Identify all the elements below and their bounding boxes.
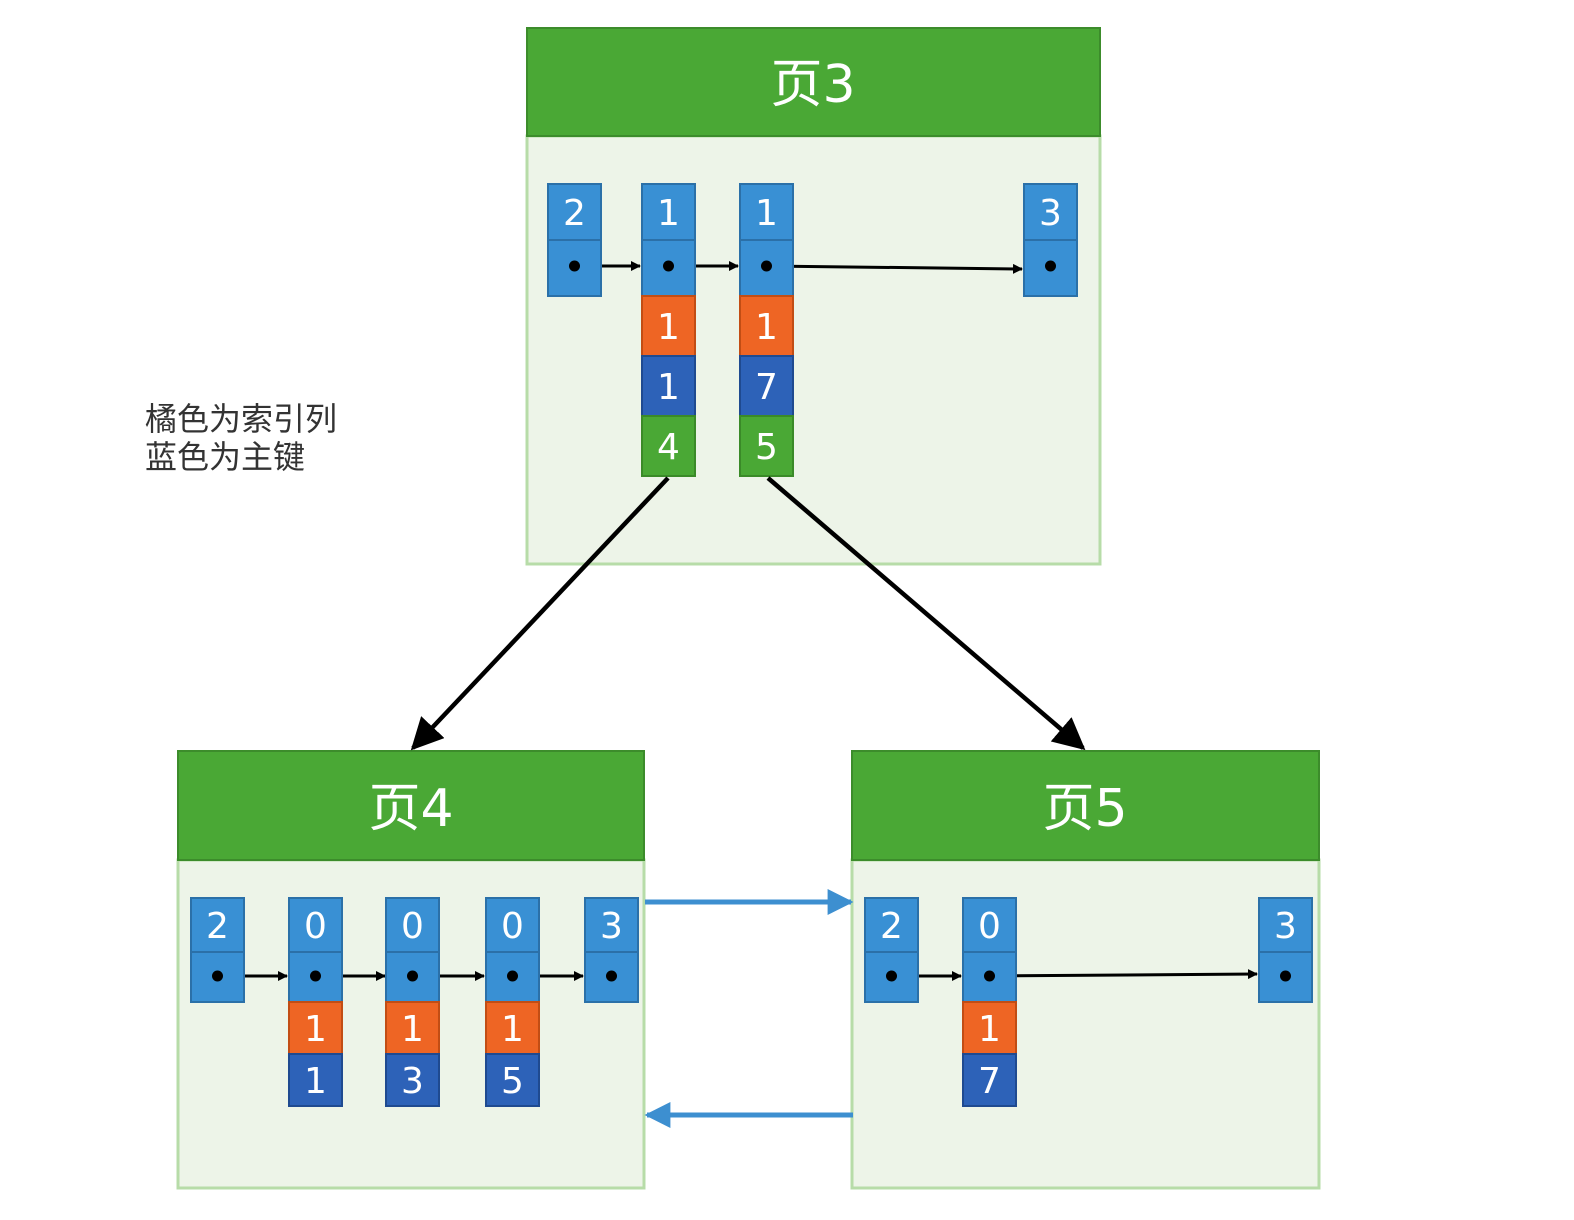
record-header-value: 1 <box>657 193 680 234</box>
record-left-4: 3 <box>584 897 639 1003</box>
pointer-dot <box>984 970 995 982</box>
index-column-value: 1 <box>978 1009 1001 1050</box>
record-pointer-cell <box>190 951 245 1003</box>
child-page-pointer-cell <box>739 415 794 477</box>
primary-key-value: 5 <box>501 1061 524 1102</box>
record-header-cell <box>584 897 639 953</box>
record-root-0: 2 <box>547 183 602 297</box>
pointer-dot <box>1045 260 1056 272</box>
record-right-0: 2 <box>864 897 919 1003</box>
index-column-cell <box>288 1001 343 1055</box>
page-5-header <box>851 750 1320 861</box>
page-3-header <box>526 27 1101 137</box>
child-page-pointer-value: 5 <box>755 427 778 468</box>
page-3: 页3 <box>525 27 1102 566</box>
record-header-value: 0 <box>501 906 524 947</box>
pointer-dot <box>407 970 418 982</box>
record-header-cell <box>739 183 794 241</box>
record-header-value: 3 <box>1039 193 1062 234</box>
legend: 橘色为索引列 蓝色为主键 <box>145 400 337 476</box>
primary-key-value: 1 <box>304 1061 327 1102</box>
page-3-title: 页3 <box>770 55 855 115</box>
child-page-pointer-value: 4 <box>657 427 680 468</box>
link-arrow <box>766 263 1023 274</box>
record-header-cell <box>190 897 245 953</box>
primary-key-cell <box>962 1053 1017 1107</box>
record-root-2: 1 1 7 5 <box>739 183 794 477</box>
pointer-dot <box>761 260 772 272</box>
primary-key-value: 3 <box>401 1061 424 1102</box>
primary-key-value: 7 <box>755 367 778 408</box>
page-5: 页5 <box>850 750 1321 1190</box>
pointer-dot <box>310 970 321 982</box>
primary-key-cell <box>485 1053 540 1107</box>
record-left-1: 0 1 1 <box>288 897 343 1107</box>
record-header-value: 0 <box>401 906 424 947</box>
record-header-value: 3 <box>600 906 623 947</box>
record-header-cell <box>385 897 440 953</box>
link-arrow <box>988 969 1258 980</box>
pointer-dot <box>1280 970 1291 982</box>
pointer-dot <box>212 970 223 982</box>
record-pointer-cell <box>641 239 696 297</box>
page-4-header <box>177 750 645 861</box>
pointer-dot <box>886 970 897 982</box>
child-arrows <box>410 476 1086 751</box>
index-column-value: 1 <box>755 307 778 348</box>
record-header-value: 3 <box>1274 906 1297 947</box>
record-header-cell <box>962 897 1017 953</box>
primary-key-value: 7 <box>978 1061 1001 1102</box>
records: 2 1 1 1 4 1 1 7 5 3 2 0 1 1 0 1 3 0 1 5 3 2 0 1 7 3 <box>190 183 1313 1107</box>
record-root-1: 1 1 1 4 <box>641 183 696 477</box>
sibling-links <box>644 889 854 1128</box>
child-arrow-page-5 <box>766 476 1086 751</box>
index-column-value: 1 <box>304 1009 327 1050</box>
record-header-value: 1 <box>755 193 778 234</box>
record-left-3: 0 1 5 <box>485 897 540 1107</box>
record-header-value: 2 <box>563 193 586 234</box>
pointer-dot <box>507 970 518 982</box>
record-right-2: 3 <box>1258 897 1313 1003</box>
record-root-3: 3 <box>1023 183 1078 297</box>
index-column-value: 1 <box>657 307 680 348</box>
pointer-dot <box>606 970 617 982</box>
index-column-cell <box>385 1001 440 1055</box>
index-column-value: 1 <box>401 1009 424 1050</box>
record-left-2: 0 1 3 <box>385 897 440 1107</box>
pointer-dot <box>569 260 580 272</box>
record-left-0: 2 <box>190 897 245 1003</box>
legend-index-column: 橘色为索引列 <box>145 400 338 438</box>
page-5-body <box>850 858 1321 1190</box>
child-arrow-page-4 <box>410 476 670 751</box>
primary-key-value: 1 <box>657 367 680 408</box>
page-3-body <box>525 134 1102 566</box>
child-page-pointer-cell <box>641 415 696 477</box>
legend-primary-key: 蓝色为主键 <box>145 438 306 476</box>
primary-key-cell <box>641 355 696 417</box>
record-header-cell <box>1023 183 1078 241</box>
record-header-cell <box>1258 897 1313 953</box>
primary-key-cell <box>385 1053 440 1107</box>
page-5-title: 页5 <box>1042 779 1127 839</box>
record-header-value: 2 <box>880 906 903 947</box>
record-header-value: 0 <box>978 906 1001 947</box>
primary-key-cell <box>288 1053 343 1107</box>
record-right-1: 0 1 7 <box>962 897 1017 1107</box>
index-column-value: 1 <box>501 1009 524 1050</box>
record-header-value: 2 <box>206 906 229 947</box>
record-header-cell <box>641 183 696 241</box>
record-header-value: 0 <box>304 906 327 947</box>
page-4-title: 页4 <box>368 779 453 839</box>
pointer-dot <box>663 260 674 272</box>
